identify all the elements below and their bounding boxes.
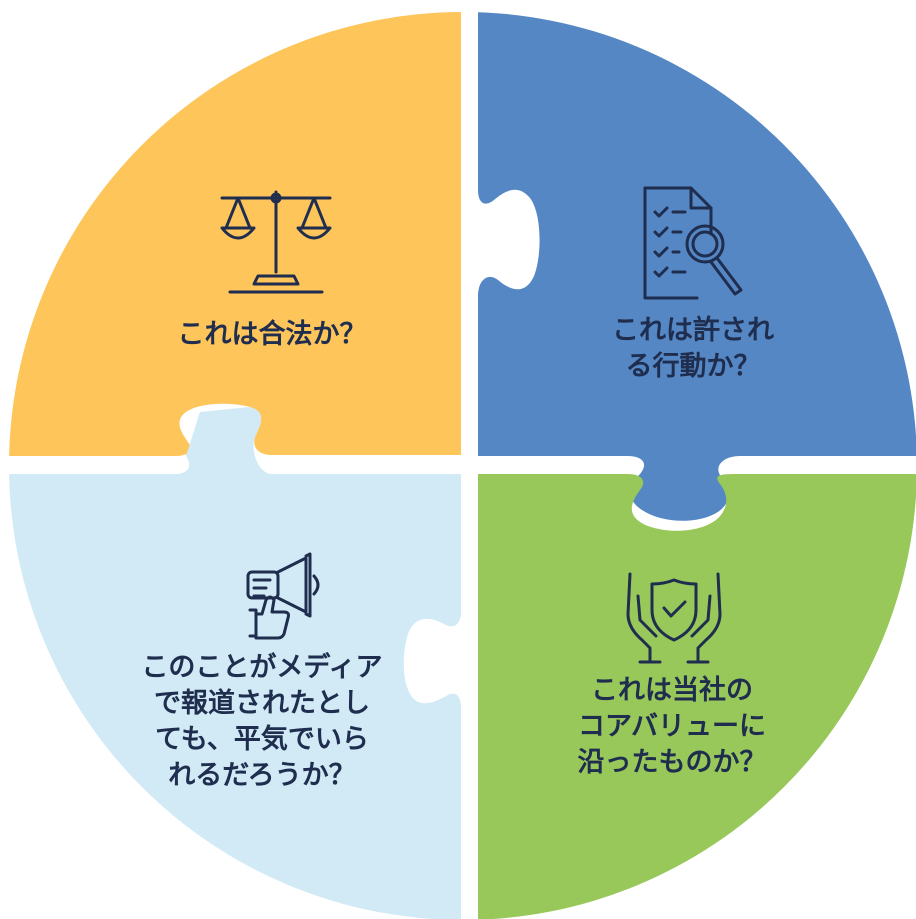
label-line: ても、平気でいら bbox=[155, 723, 369, 755]
label-line: で報道されたとし bbox=[154, 687, 370, 719]
label-line: る行動か？ bbox=[626, 350, 761, 382]
document-search-icon bbox=[643, 186, 743, 300]
label-line: コアバリューに bbox=[578, 711, 766, 742]
label-line: 沿ったものか？ bbox=[578, 747, 767, 778]
hands-shield-icon bbox=[626, 572, 722, 664]
label-line: このことがメディア bbox=[141, 651, 382, 683]
label-bottom-left: このことがメディアで報道されたとしても、平気でいられるだろうか？ bbox=[141, 651, 382, 791]
scales-icon bbox=[220, 190, 332, 294]
label-top-left: これは合法か？ bbox=[178, 318, 367, 350]
label-line: これは許され bbox=[612, 315, 774, 346]
label-line: れるだろうか？ bbox=[168, 760, 355, 791]
label-top-right: これは許される行動か？ bbox=[612, 315, 774, 382]
label-line: これは当社の bbox=[591, 674, 753, 706]
label-line: これは合法か？ bbox=[178, 318, 367, 350]
label-bottom-right: これは当社のコアバリューに沿ったものか？ bbox=[578, 674, 767, 778]
megaphone-thumbs-up-icon bbox=[246, 552, 320, 640]
